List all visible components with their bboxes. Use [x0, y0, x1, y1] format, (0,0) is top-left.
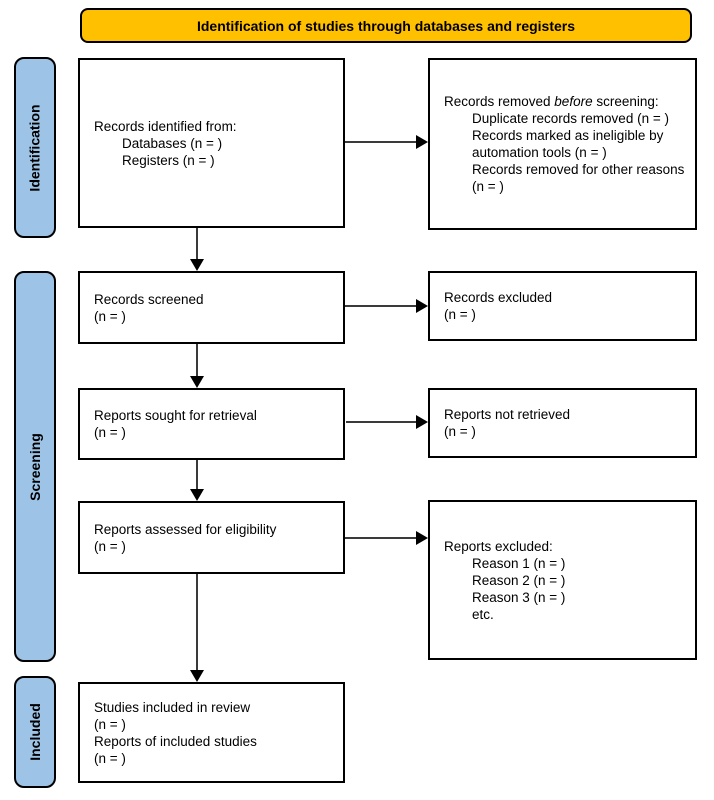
banner-identification-via-databases: Identification of studies through databa… [80, 8, 692, 43]
stage-tab-screening: Screening [14, 271, 56, 662]
box-text-line: Reason 1 (n = ) [472, 555, 566, 571]
box-text-line: Reports assessed for eligibility [94, 521, 277, 537]
studies-included-box: Studies included in review (n = ) Report… [78, 682, 345, 783]
box-text-line: Databases (n = ) [122, 135, 223, 151]
arrow-screened-to-excluded-line [345, 305, 417, 307]
box-text-line: (n = ) [94, 750, 126, 766]
box-text-line: Reason 3 (n = ) [472, 589, 566, 605]
stage-label-screening: Screening [27, 432, 44, 501]
box-text-line: Duplicate records removed (n = ) [472, 111, 669, 126]
records-identified-box: Records identified from: Databases (n = … [78, 58, 345, 228]
box-text-line: (n = ) [94, 716, 126, 732]
arrow-down-icon [190, 259, 204, 271]
arrow-right-icon [416, 531, 428, 545]
records-excluded-box: Records excluded (n = ) [428, 271, 697, 341]
box-text-line: Records removed before screening: [444, 93, 687, 110]
arrow-right-icon [416, 135, 428, 149]
arrow-assessed-to-included-line [196, 574, 198, 671]
box-text-line: Reports excluded: [444, 538, 553, 554]
box-text-line: etc. [472, 606, 494, 622]
box-text-line: Studies included in review [94, 699, 251, 715]
heading-italic-word: before [554, 94, 593, 109]
box-text-line: Reports sought for retrieval [94, 408, 257, 423]
box-text-line: (n = ) [444, 424, 476, 439]
box-text-line: Records excluded [444, 290, 553, 305]
arrow-down-icon [190, 489, 204, 501]
box-text-line: Records screened [94, 291, 204, 307]
box-text-line: Records marked as ineligible by automati… [472, 128, 664, 160]
box-text-line: Reports of included studies [94, 733, 257, 749]
box-text-line: (n = ) [94, 308, 126, 324]
stage-tab-included: Included [14, 676, 56, 788]
arrow-sought-to-assessed-line [196, 460, 198, 490]
box-text-line: (n = ) [94, 538, 126, 554]
arrow-sought-to-not-retrieved-line [346, 421, 417, 423]
arrow-assessed-to-excluded-line [345, 537, 417, 539]
heading-prefix: Records removed [444, 94, 555, 109]
box-text-line: Records identified from: [94, 118, 237, 134]
arrow-identified-to-screened-line [196, 228, 198, 260]
stage-tab-identification: Identification [14, 57, 56, 238]
heading-suffix: screening: [592, 94, 659, 109]
banner-title: Identification of studies through databa… [196, 17, 576, 34]
box-text-line: Records removed for other reasons (n = ) [472, 162, 685, 194]
arrow-down-icon [190, 376, 204, 388]
arrow-down-icon [190, 670, 204, 682]
reports-assessed-box: Reports assessed for eligibility (n = ) [78, 501, 345, 574]
box-text-line: Registers (n = ) [122, 152, 215, 168]
arrow-identified-to-removed-line [345, 141, 417, 143]
box-text-line: Reports not retrieved [444, 407, 571, 422]
box-text-line: (n = ) [444, 307, 476, 322]
reports-excluded-box: Reports excluded: Reason 1 (n = ) Reason… [428, 500, 697, 660]
records-screened-box: Records screened (n = ) [78, 271, 345, 344]
arrow-right-icon [416, 299, 428, 313]
reports-sought-box: Reports sought for retrieval (n = ) [78, 388, 345, 460]
stage-label-identification: Identification [27, 103, 43, 192]
arrow-screened-to-sought-line [196, 344, 198, 377]
box-text-line: (n = ) [94, 425, 126, 440]
stage-label-included: Included [27, 703, 43, 761]
reports-not-retrieved-box: Reports not retrieved (n = ) [428, 388, 697, 458]
box-text-line: Reason 2 (n = ) [472, 572, 566, 588]
arrow-right-icon [416, 415, 428, 429]
records-removed-box: Records removed before screening: Duplic… [428, 58, 697, 230]
